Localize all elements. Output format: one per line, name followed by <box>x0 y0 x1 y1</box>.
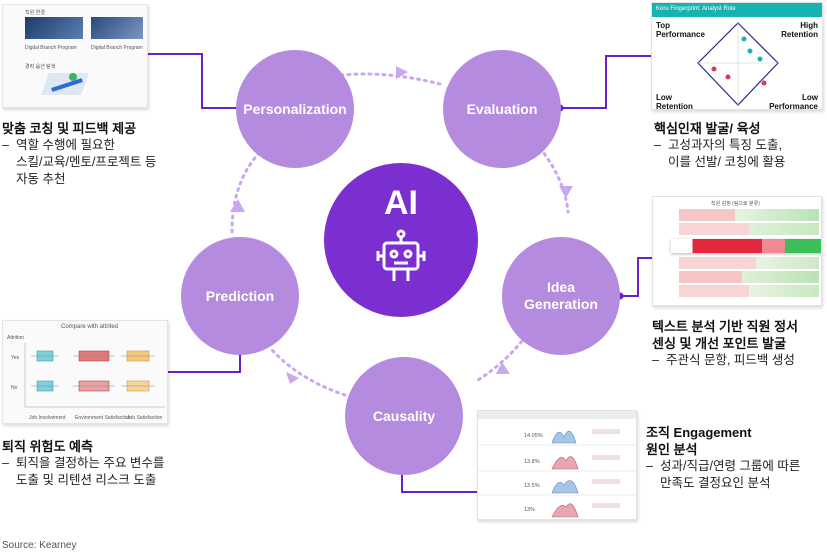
causality-value-3: 13.5% <box>524 483 540 489</box>
prediction-row-no: No <box>11 385 18 391</box>
prediction-boxplots <box>24 343 165 408</box>
thumb-card-image-1 <box>25 17 83 39</box>
thumb-section-title-1: 직원 연결 <box>25 10 45 16</box>
stage-evaluation-label: Evaluation <box>466 100 538 117</box>
personalization-thumbnail: 직원 연결 Digital Branch Program Digital Bra… <box>2 4 148 108</box>
causality-value-2: 13.8% <box>524 459 540 465</box>
cycle-arrowhead-5 <box>230 199 245 212</box>
connector-prediction <box>168 352 241 373</box>
connector-personalization <box>148 53 240 109</box>
causality-value-1: 14.05% <box>524 433 543 439</box>
causality-table-header <box>478 411 636 419</box>
prediction-axis-1: Job Involvement <box>29 415 66 421</box>
prediction-bullet-1-text: 퇴직을 결정하는 주요 변수를 <box>16 456 165 470</box>
stage-personalization: Personalization <box>236 50 354 168</box>
ai-label: AI <box>384 183 418 222</box>
cycle-arc-evaluation-idea <box>538 146 570 214</box>
ai-center-circle: AI <box>324 163 478 317</box>
personalization-callout: 맞춤 코칭 및 피드백 제공 –역할 수행에 필요한 스킬/교육/멘토/프로젝트… <box>2 120 156 188</box>
prediction-callout: 퇴직 위험도 예측 –퇴직을 결정하는 주요 변수를 도출 및 리텐션 리스크 … <box>2 438 164 489</box>
thumb-card-label-2: Digital Branch Program <box>91 45 143 51</box>
evaluation-callout: 핵심인재 발굴/ 육성 –고성과자의 특징 도출, 이를 선발/ 코칭에 활용 <box>654 120 785 171</box>
personalization-bullet-3: 자동 추천 <box>16 172 66 186</box>
eval-title: Koru Fingerprint: Analyst Role <box>656 6 736 12</box>
idea-generation-callout: 텍스트 분석 기반 직원 정서 센싱 및 개선 포인트 발굴 –주관식 문항, … <box>652 318 798 369</box>
stage-prediction-label: Prediction <box>205 287 275 304</box>
cycle-arrowhead-1 <box>396 66 408 79</box>
thumb-card-image-2 <box>91 17 143 39</box>
causality-value-4: 13% <box>524 507 536 513</box>
evaluation-bullet-2: 이를 선발/ 코칭에 활용 <box>668 155 786 169</box>
personalization-bullet-1: –역할 수행에 필요한 <box>2 138 115 152</box>
cycle-arc-prediction-personalization <box>230 148 264 234</box>
personalization-bullet-2: 스킬/교육/멘토/프로젝트 등 <box>16 155 157 169</box>
stage-prediction: Prediction <box>181 237 299 355</box>
cycle-arrowhead-3 <box>496 362 510 374</box>
idea-heatmap <box>671 209 821 303</box>
connector-idea <box>620 257 652 297</box>
thumb-section-title-2: 경력 옵션 탐색 <box>25 64 56 70</box>
eval-high-retention: High Retention <box>781 21 818 39</box>
eval-title-bar <box>652 3 822 17</box>
stage-idea-label-line2: Generation <box>524 296 598 312</box>
causality-bullet-1-text: 성과/직급/연령 그룹에 따른 <box>660 459 801 473</box>
personalization-heading: 맞춤 코칭 및 피드백 제공 <box>2 121 137 136</box>
cycle-arc-causality-prediction <box>270 348 347 397</box>
eval-top-performance: Top Performance <box>656 21 705 39</box>
causality-heading-line1: 조직 Engagement <box>646 425 752 440</box>
idea-bullet-1: –주관식 문항, 피드백 생성 <box>652 353 795 367</box>
evaluation-thumbnail: Koru Fingerprint: Analyst Role Top Perfo… <box>651 2 823 110</box>
eval-low-retention: Low Retention <box>656 93 693 110</box>
cycle-arrowhead-2 <box>559 186 573 198</box>
stage-idea-generation: Idea Generation <box>502 237 620 355</box>
idea-heading-line2: 센싱 및 개선 포인트 발굴 <box>652 336 787 351</box>
prediction-bullet-2: 도출 및 리텐션 리스크 도출 <box>16 473 157 487</box>
thumb-map-marker <box>69 73 77 81</box>
prediction-axis-3: Job Satisfaction <box>127 415 163 421</box>
prediction-bullet-1: –퇴직을 결정하는 주요 변수를 <box>2 456 165 470</box>
stage-causality: Causality <box>345 357 463 475</box>
robot-icon <box>376 229 426 281</box>
stage-idea-label-line1: Idea <box>546 279 575 295</box>
eval-low-performance: Low Performance <box>769 93 818 110</box>
causality-callout: 조직 Engagement 원인 분석 –성과/직급/연령 그룹에 따른 만족도… <box>646 424 800 492</box>
evaluation-heading: 핵심인재 발굴/ 육성 <box>654 121 761 136</box>
prediction-thumb-title: Compare with attrited <box>61 324 119 330</box>
prediction-legend: Attrition <box>7 335 24 341</box>
causality-bullet-2: 만족도 결정요인 분석 <box>660 476 771 490</box>
prediction-row-yes: Yes <box>11 355 20 361</box>
idea-generation-thumbnail: 직원 감정 (팀으로 분류) <box>652 196 822 306</box>
connector-evaluation <box>560 55 651 109</box>
thumb-card-label-1: Digital Branch Program <box>25 45 77 51</box>
causality-heading-line2: 원인 분석 <box>646 442 698 457</box>
causality-bullet-1: –성과/직급/연령 그룹에 따른 <box>646 459 801 473</box>
prediction-thumbnail: Compare with attrited Attrition Yes No J… <box>2 320 168 424</box>
cycle-arrowhead-4 <box>286 372 299 384</box>
prediction-heading: 퇴직 위험도 예측 <box>2 439 93 454</box>
idea-thumb-title: 직원 감정 (팀으로 분류) <box>711 201 760 207</box>
eval-fingerprint-diamond <box>697 22 779 106</box>
evaluation-bullet-1-text: 고성과자의 특징 도출, <box>668 138 782 152</box>
causality-distribution-plots <box>478 429 636 518</box>
idea-heading-line1: 텍스트 분석 기반 직원 정서 <box>652 319 799 334</box>
source-note: Source: Kearney <box>2 540 77 551</box>
stage-personalization-label: Personalization <box>243 100 347 117</box>
prediction-axis-2: Environment Satisfaction <box>75 415 131 421</box>
evaluation-bullet-1: –고성과자의 특징 도출, <box>654 138 782 152</box>
stage-evaluation: Evaluation <box>443 50 561 168</box>
personalization-bullet-1-text: 역할 수행에 필요한 <box>16 138 115 152</box>
idea-bullet-1-text: 주관식 문항, 피드백 생성 <box>666 353 795 367</box>
stage-causality-label: Causality <box>372 407 436 424</box>
causality-thumbnail: 14.05% 13.8% 13.5% 13% <box>477 410 637 520</box>
